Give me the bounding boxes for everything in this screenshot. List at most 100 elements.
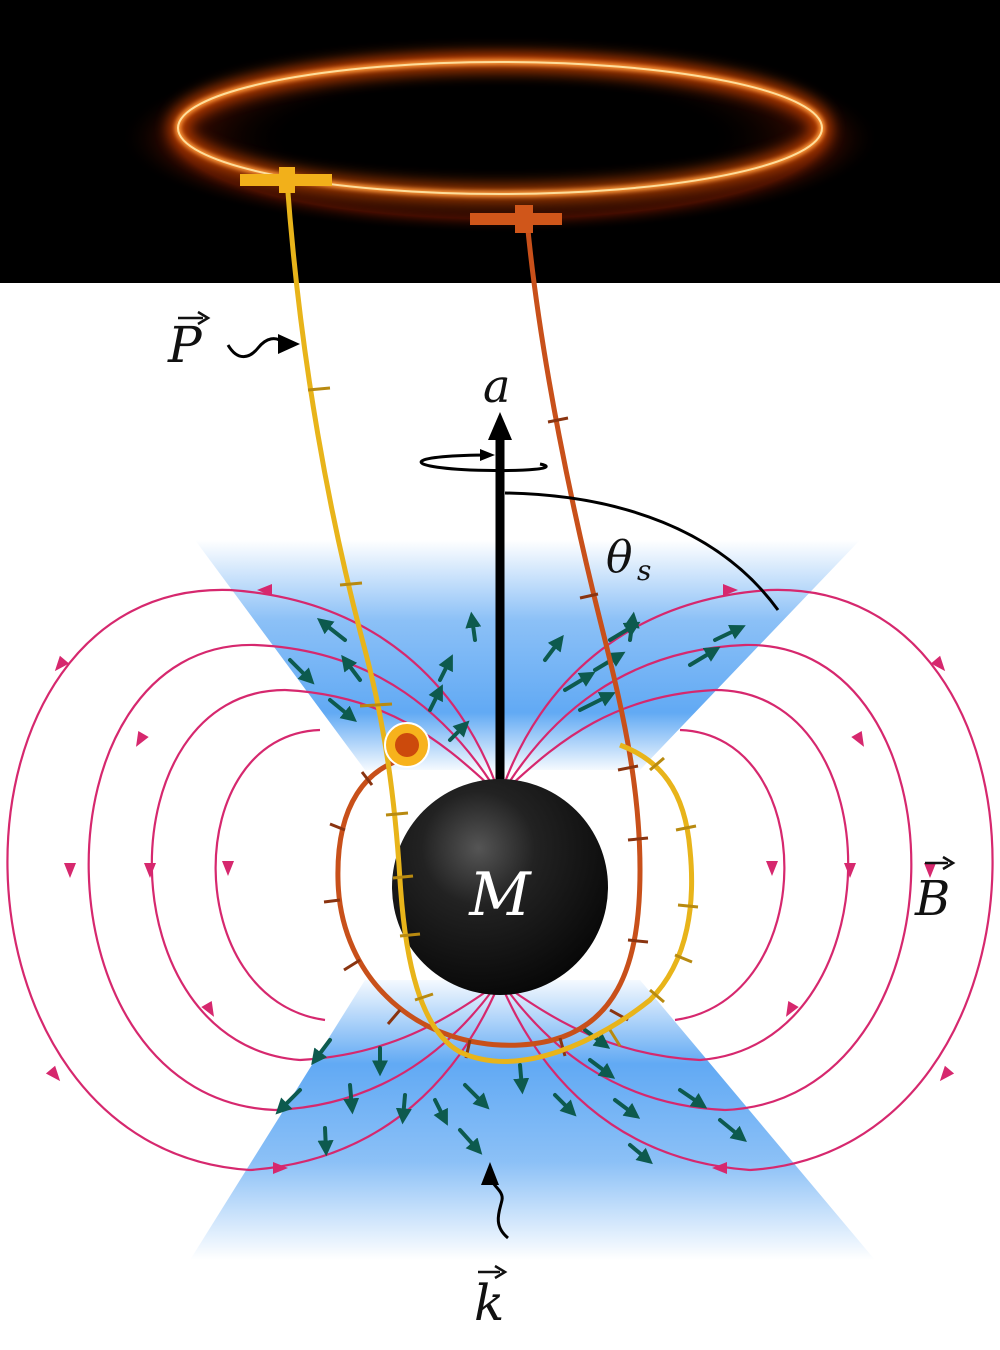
velocity-arrow <box>465 611 482 642</box>
wavevector-symbol: k <box>474 1274 504 1332</box>
spin-axis-label: a <box>483 359 510 413</box>
magnetic-field-label: B <box>914 855 956 927</box>
velocity-arrow <box>578 692 616 712</box>
velocity-arrows <box>275 611 747 1165</box>
field-line-inner-10 <box>503 992 751 1172</box>
rotation-arrowhead <box>480 449 495 461</box>
velocity-arrow <box>311 1038 332 1066</box>
wavy-arrow-icon <box>226 337 287 359</box>
field-arrow <box>851 730 864 747</box>
field-arrow <box>273 1162 288 1174</box>
field-arrow <box>222 861 234 876</box>
field-arrow <box>64 863 76 878</box>
velocity-arrow <box>688 646 721 667</box>
velocity-arrow <box>628 1143 653 1165</box>
lower-cone <box>190 980 875 1260</box>
field-line-right-4 <box>674 728 786 1022</box>
field-arrow <box>786 1000 799 1017</box>
field-arrow <box>939 1065 955 1082</box>
field-line-right-3 <box>699 688 850 1062</box>
polarization-symbol: P <box>167 316 203 374</box>
field-arrow <box>924 863 936 878</box>
geodesic-orange <box>323 205 649 1059</box>
wavevector-label: k <box>474 1264 508 1332</box>
bh-image-panel <box>0 0 1000 283</box>
velocity-arrow <box>513 1063 530 1095</box>
photon-ring-core <box>177 61 823 195</box>
black-hole <box>392 779 608 995</box>
field-line-inner-11 <box>507 990 726 1112</box>
wavevector-pointer <box>481 1162 510 1240</box>
rotation-arrow-icon <box>419 453 548 473</box>
field-line-inner-9 <box>299 988 491 1062</box>
velocity-arrow <box>543 634 564 662</box>
velocity-arrow <box>458 1128 483 1155</box>
velocity-arrow <box>288 658 315 685</box>
field-arrow <box>723 584 738 596</box>
mass-label: M <box>468 860 532 930</box>
velocity-arrow <box>341 654 362 682</box>
field-direction-arrows <box>45 584 955 1174</box>
velocity-arrow <box>448 720 470 742</box>
magnetic-field-symbol: B <box>914 871 950 927</box>
field-arrow <box>54 655 70 672</box>
inclination-label: θ s <box>606 532 651 587</box>
velocity-arrow <box>428 684 443 712</box>
velocity-arrow <box>395 1093 412 1125</box>
field-line-inner-7 <box>249 992 497 1172</box>
geodesic-orange-path <box>335 219 643 1048</box>
velocity-arrow <box>343 1083 360 1115</box>
field-arrow <box>766 861 778 876</box>
field-arrow <box>257 584 272 596</box>
black-hole-sphere <box>392 779 608 995</box>
field-arrow <box>712 1162 727 1174</box>
hotspot-icon <box>384 722 430 768</box>
field-line-left-4 <box>214 728 326 1022</box>
inclination-arc <box>504 491 780 611</box>
velocity-arrow <box>588 1058 616 1079</box>
velocity-arrow <box>328 698 357 723</box>
polarization-pointer <box>226 334 300 359</box>
velocity-arrow <box>713 624 746 642</box>
field-arrow <box>930 655 946 672</box>
field-line-inner-6 <box>509 688 716 787</box>
polarization-pointer-head <box>278 334 300 354</box>
velocity-arrow <box>316 618 347 642</box>
velocity-arrow <box>275 1088 302 1115</box>
detector-orange <box>470 205 562 233</box>
geodesic-yellow <box>240 167 699 1064</box>
field-line-inner-1 <box>229 588 497 783</box>
spin-axis-arrowhead <box>488 412 512 440</box>
field-line-inner-4 <box>503 588 771 783</box>
spin-axis <box>419 412 780 782</box>
polarization-label: P <box>167 310 211 374</box>
velocity-arrow <box>317 1126 334 1157</box>
velocity-arrow <box>433 1098 448 1126</box>
inclination-symbol: θ <box>606 532 633 583</box>
velocity-arrow <box>563 671 596 692</box>
velocity-arrow <box>553 1093 577 1117</box>
field-line-inner-8 <box>274 990 493 1112</box>
velocity-arrow <box>438 654 453 682</box>
velocity-arrow <box>593 651 626 672</box>
field-line-left-1 <box>6 588 251 1172</box>
field-arrow <box>136 730 149 747</box>
detector-yellow <box>240 167 332 193</box>
labels: P a θ s M B k <box>167 310 956 1332</box>
velocity-arrow <box>718 1118 747 1143</box>
field-line-inner-5 <box>507 643 746 785</box>
field-line-left-3 <box>150 688 301 1062</box>
magnetic-field-lines <box>6 588 994 1172</box>
velocity-arrow <box>623 611 640 642</box>
wavevector-pointer-head <box>481 1162 499 1185</box>
field-arrow <box>844 863 856 878</box>
upper-cone <box>195 540 860 770</box>
field-arrow <box>144 863 156 878</box>
velocity-arrow <box>463 1083 490 1110</box>
field-arrow <box>45 1065 61 1082</box>
field-line-right-2 <box>724 643 913 1112</box>
geodesic-yellow-ticks <box>307 386 699 1047</box>
field-line-inner-2 <box>254 643 493 785</box>
velocity-arrow <box>613 1098 641 1119</box>
